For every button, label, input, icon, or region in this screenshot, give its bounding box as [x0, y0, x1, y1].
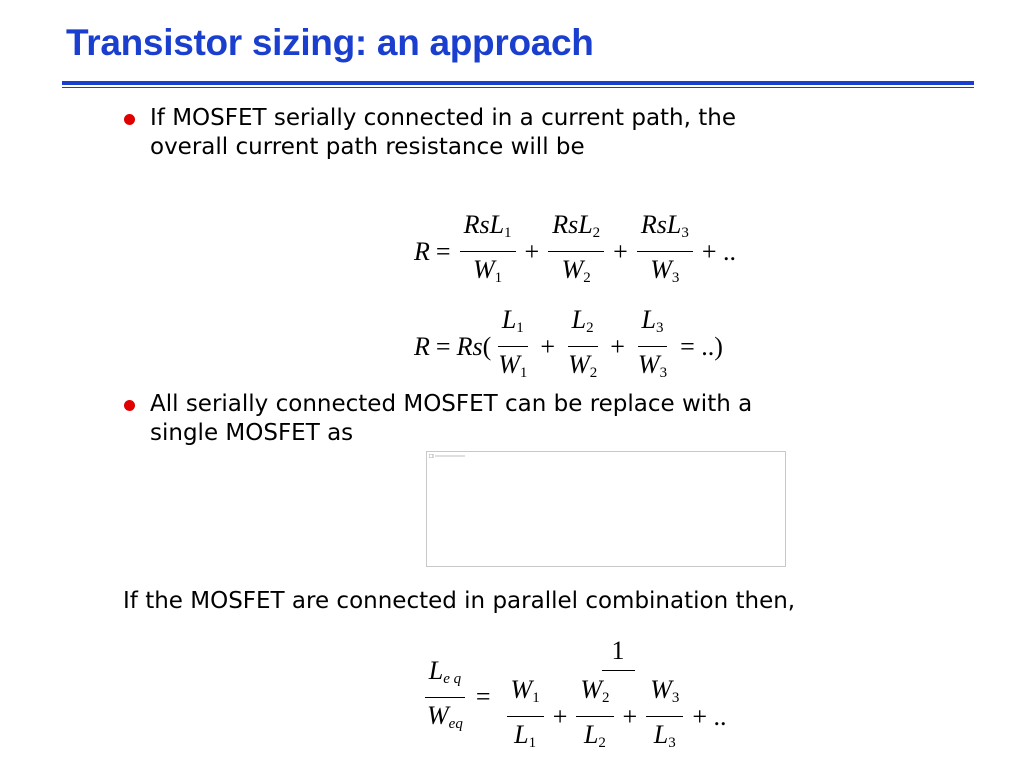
- bullet-2-line-1: All serially connected MOSFET can be rep…: [150, 391, 753, 417]
- title-divider-thin: [62, 87, 974, 88]
- eq3-lhs: Le q Weq: [423, 656, 467, 739]
- eq3-rhs: 1 W1 L1 + W2 L2 + W3 L3 + ..: [500, 636, 737, 758]
- eq2-prefix: Rs: [456, 331, 483, 361]
- parallel-equivalent-equation: Le q Weq = 1 W1 L1 + W2 L2 + W3 L3 + ..: [420, 636, 740, 758]
- broken-image-icon: [429, 454, 465, 458]
- eq2-equals: =: [435, 331, 451, 361]
- bullet-marker-2: [124, 400, 135, 411]
- eq1-term-2: RsL2 W2: [548, 210, 605, 293]
- eq2-term-1: L1 W1: [497, 305, 528, 381]
- eq1-equals: =: [435, 236, 451, 266]
- eq2-term-2: L2 W2: [567, 305, 598, 381]
- bullet-1-line-2: overall current path resistance will be: [150, 134, 585, 160]
- series-resistance-factored-equation: R = Rs ( L1 W1 + L2 W2 + L3 W3 = ..): [414, 305, 729, 388]
- eq1-lhs: R: [414, 236, 430, 266]
- embedded-image-placeholder: [426, 451, 786, 567]
- eq2-lhs: R: [414, 331, 430, 361]
- bullet-marker-1: [124, 114, 135, 125]
- eq1-term-1: RsL1 W1: [459, 210, 516, 293]
- slide-title: Transistor sizing: an approach: [66, 22, 594, 63]
- bullet-1-line-1: If MOSFET serially connected in a curren…: [150, 105, 737, 131]
- series-resistance-equation: R = RsL1 W1 + RsL2 W2 + RsL3 W3 + ..: [414, 210, 742, 293]
- eq1-tail: + ..: [701, 236, 736, 266]
- bullet-2-line-2: single MOSFET as: [150, 420, 354, 446]
- eq1-term-3: RsL3 W3: [636, 210, 693, 293]
- eq2-open-paren: (: [482, 331, 492, 361]
- eq3-tail: + ..: [692, 701, 727, 731]
- eq3-term-3: W3 L3: [646, 675, 684, 758]
- eq2-tail: = ..): [680, 331, 723, 361]
- title-divider-thick: [62, 81, 974, 85]
- eq3-equals: =: [475, 682, 491, 711]
- bullet-text-2: All serially connected MOSFET can be rep…: [150, 390, 752, 448]
- parallel-combination-text: If the MOSFET are connected in parallel …: [123, 588, 796, 614]
- bullet-text-1: If MOSFET serially connected in a curren…: [150, 104, 736, 162]
- eq3-term-2: W2 L2: [576, 675, 614, 758]
- eq2-term-3: L3 W3: [637, 305, 668, 381]
- eq3-rhs-numerator: 1: [601, 636, 635, 671]
- eq3-term-1: W1 L1: [506, 675, 544, 758]
